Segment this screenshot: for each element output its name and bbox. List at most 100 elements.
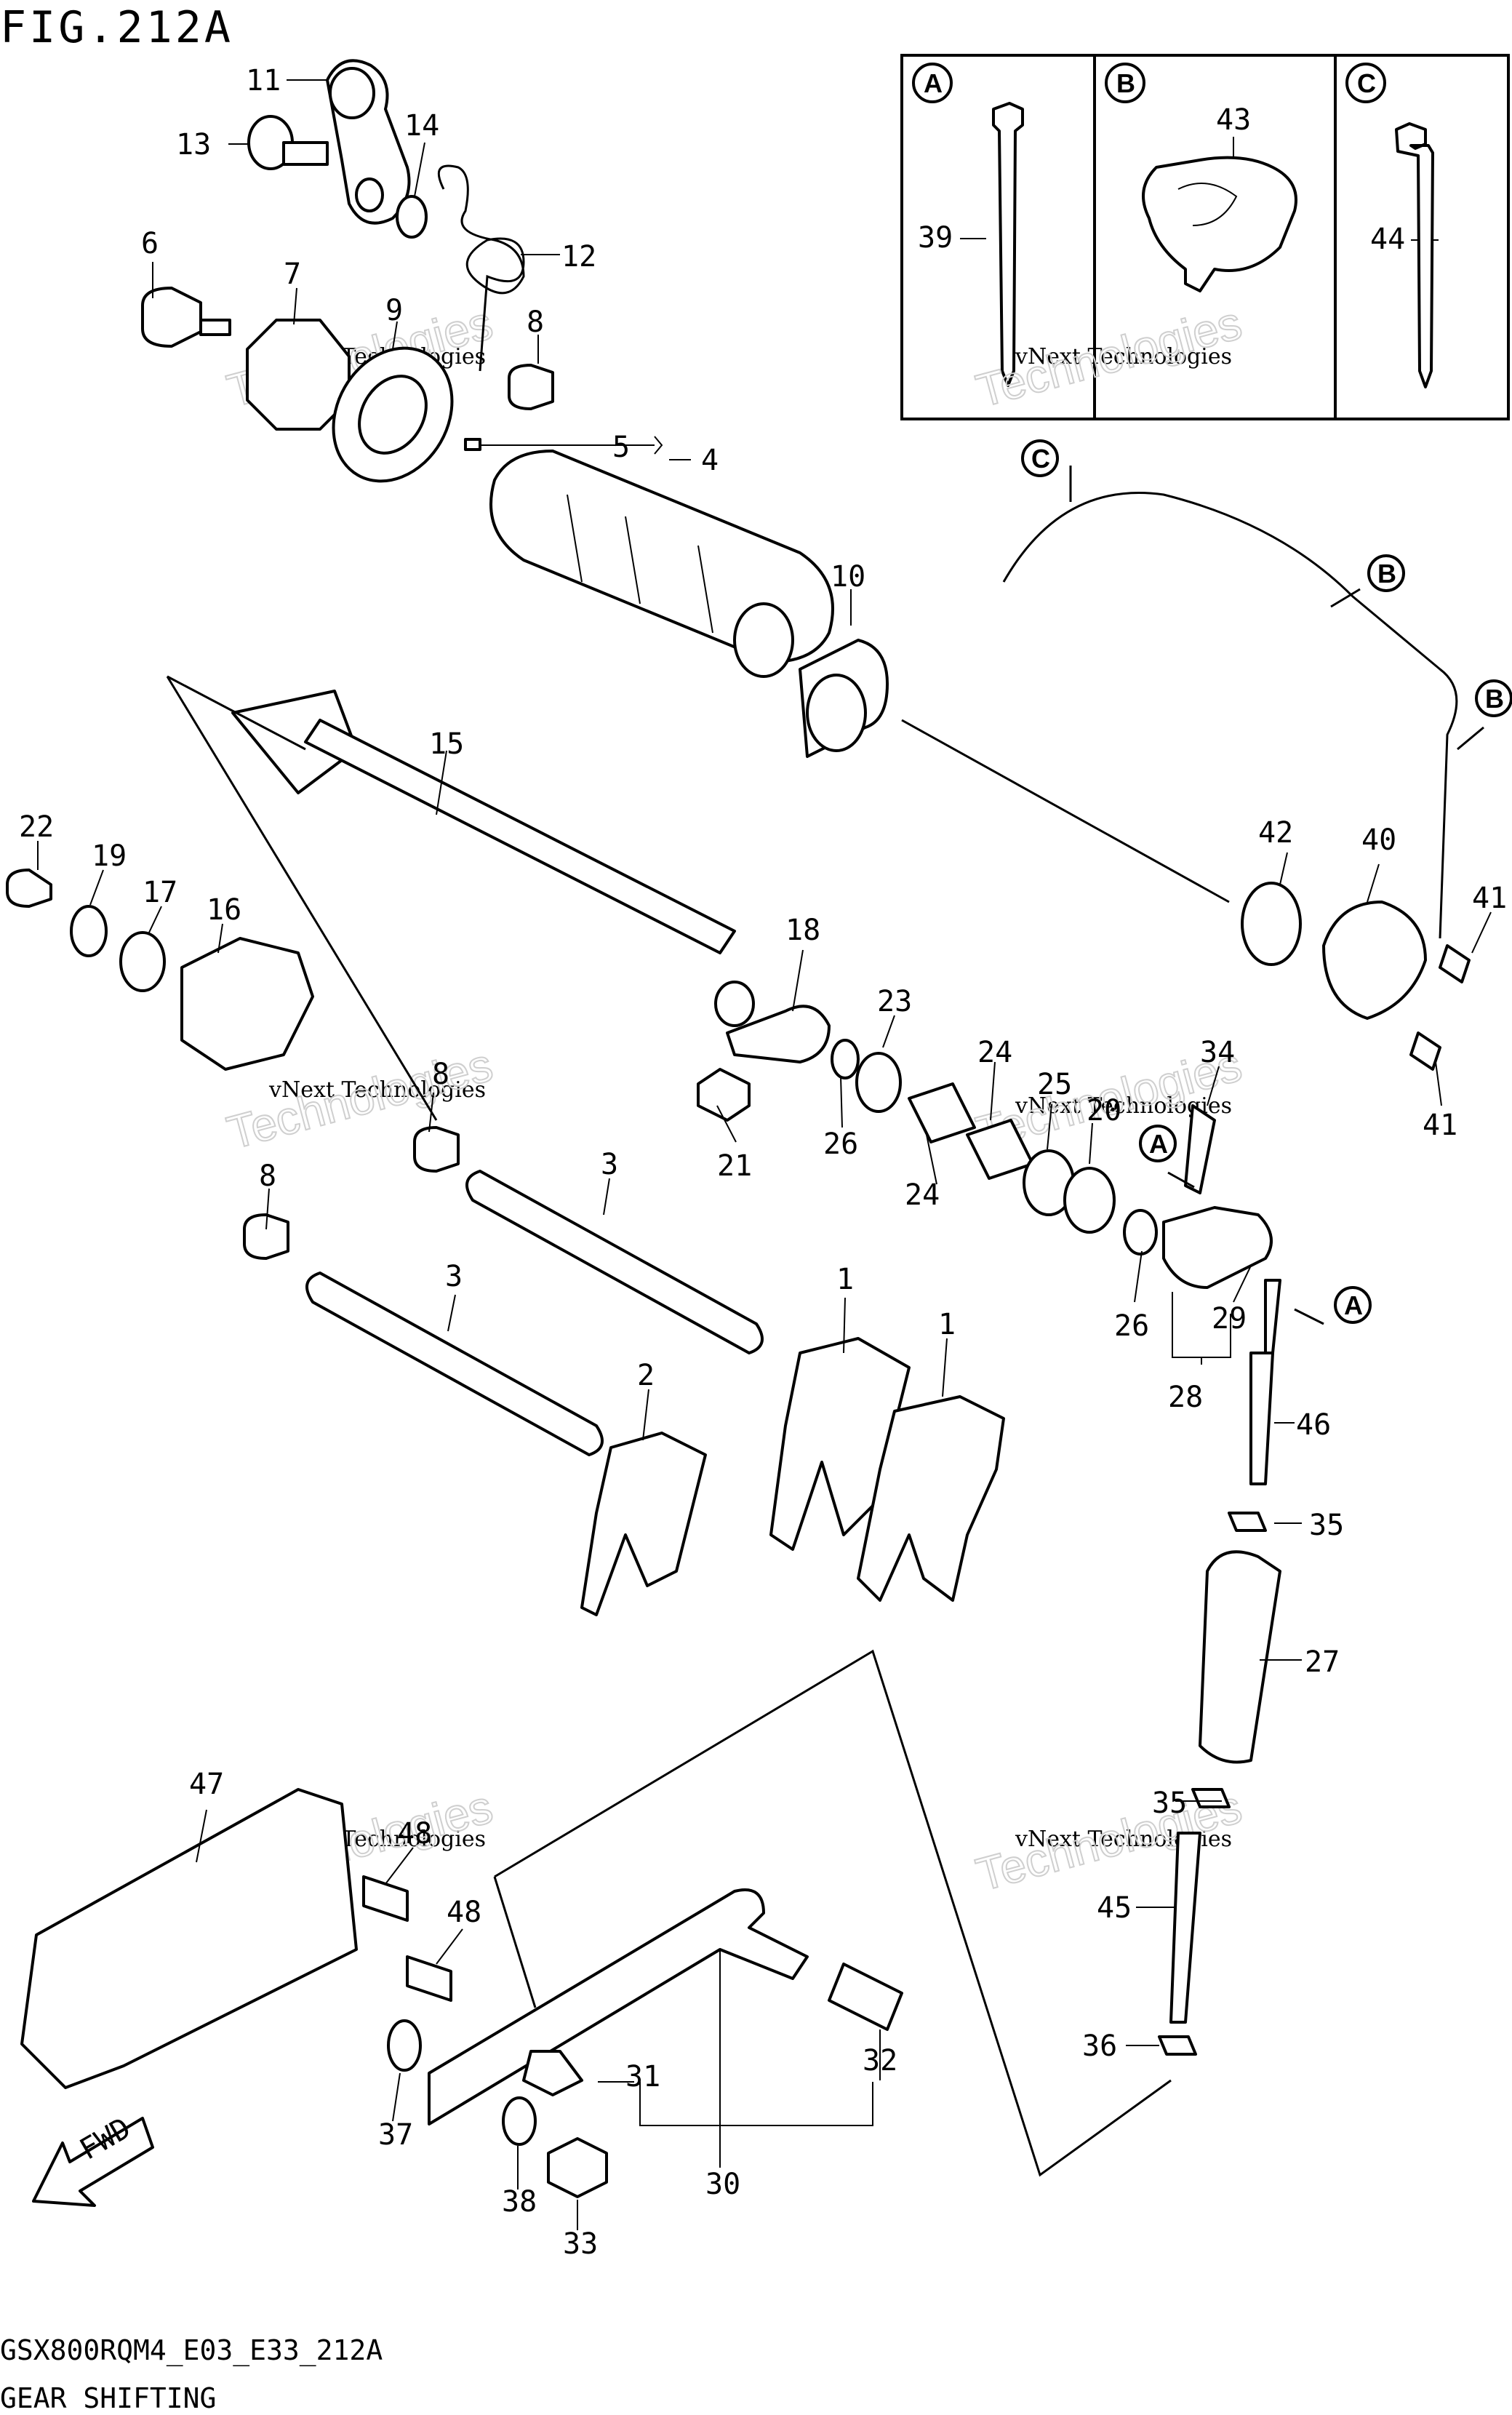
callout-36: 36: [1082, 2029, 1117, 2063]
callout-26-top: 26: [823, 1127, 858, 1161]
callout-13: 13: [176, 128, 211, 161]
part-label-44: 44: [1370, 223, 1405, 256]
callout-23: 23: [877, 985, 912, 1018]
callout-15: 15: [429, 727, 464, 761]
callout-24-left: 24: [905, 1178, 940, 1212]
part-3-fork-shaft-a: [465, 1170, 764, 1354]
part-19-washer: [70, 905, 108, 957]
part-32-footpeg: [828, 1963, 903, 2031]
part-1-shift-fork-b: [857, 1395, 1005, 1602]
callout-37: 37: [378, 2118, 413, 2152]
callout-9: 9: [385, 294, 403, 327]
part-48-bolt-b: [406, 1955, 452, 2002]
callout-14: 14: [404, 109, 439, 143]
callout-11: 11: [246, 64, 281, 97]
part-17-seal: [119, 931, 166, 992]
ref-b-1: B: [1377, 559, 1396, 588]
part-36-nut: [1158, 2035, 1197, 2056]
part-8-pin-mid: [413, 1126, 460, 1173]
figure-title: FIG.212A: [0, 2, 233, 53]
reference-markers: A A B B C: [1021, 439, 1512, 1325]
callout-12: 12: [561, 240, 596, 274]
callout-32: 32: [863, 2044, 897, 2077]
callout-28: 28: [1168, 1381, 1203, 1414]
leader-lines: [37, 79, 1492, 2230]
inset-b-letter: B: [1116, 68, 1135, 98]
part-45-rod: [1169, 1832, 1201, 2024]
part-16-plate: [180, 937, 314, 1071]
callout-21: 21: [717, 1149, 752, 1183]
diagram-caption: GEAR SHIFTING: [0, 2382, 216, 2414]
watermark-text-3: vNext Technologies: [268, 1077, 486, 1103]
part-5-pin: [464, 438, 481, 451]
callout-5: 5: [612, 431, 630, 464]
part-15-shift-shaft: [231, 690, 755, 1027]
callout-29: 29: [1212, 1302, 1247, 1336]
callout-7: 7: [284, 258, 301, 291]
part-37-washer: [387, 2019, 422, 2072]
callout-1-left: 1: [836, 1263, 854, 1296]
callout-8-low: 8: [259, 1159, 276, 1193]
callout-31: 31: [625, 2060, 660, 2093]
part-20-washer: [1063, 1167, 1116, 1234]
part-38-washer: [502, 2096, 537, 2146]
part-48-bolt-a: [362, 1875, 409, 1922]
callout-6: 6: [141, 227, 159, 260]
callout-16: 16: [207, 893, 241, 927]
callout-42: 42: [1258, 816, 1293, 850]
callout-3-lower: 3: [445, 1260, 463, 1293]
callout-17: 17: [143, 876, 177, 909]
clamp-icon: [1142, 156, 1297, 292]
callout-34: 34: [1200, 1036, 1235, 1069]
callout-41-top: 41: [1472, 882, 1507, 915]
part-6-pin: [141, 287, 231, 348]
part-11-shift-lever: [326, 59, 411, 225]
part-23-washer: [855, 1052, 902, 1113]
callout-18: 18: [785, 914, 820, 947]
ref-a-1: A: [1149, 1129, 1168, 1159]
part-47-footrest-bracket: [20, 1788, 358, 2089]
group-lines: [166, 675, 1230, 2177]
part-28-rod-end-stud: [1264, 1279, 1281, 1354]
inset-b: B 43: [1105, 63, 1297, 292]
callout-26-bottom: 26: [1114, 1309, 1149, 1343]
ref-b-2: B: [1485, 684, 1504, 714]
callout-2: 2: [637, 1359, 655, 1392]
callout-30: 30: [705, 2168, 740, 2201]
callout-1-right: 1: [938, 1308, 956, 1341]
inset-panel: A 39 B 43 C 44: [900, 54, 1510, 420]
part-41-bolt-a: [1439, 944, 1471, 983]
fwd-arrow-icon: FWD: [32, 2112, 154, 2207]
part-31-bolt: [522, 2050, 583, 2096]
part-33-bolt: [547, 2137, 608, 2198]
watermark-text-2: vNext Technologies: [1015, 344, 1232, 370]
part-26-circlip-top: [831, 1039, 860, 1079]
callout-38: 38: [502, 2185, 537, 2219]
callout-25: 25: [1037, 1068, 1072, 1101]
callout-47: 47: [189, 1768, 224, 1801]
part-34-bolt: [1184, 1104, 1216, 1194]
callout-20: 20: [1087, 1094, 1121, 1127]
part-22-bolt: [6, 869, 52, 908]
callout-8-top: 8: [527, 306, 544, 339]
callout-46: 46: [1296, 1408, 1331, 1442]
callout-3-upper: 3: [601, 1148, 618, 1181]
part-3-fork-shaft-b: [305, 1272, 604, 1456]
part-24-bushing-a: [908, 1082, 976, 1143]
part-41-bolt-b: [1409, 1031, 1441, 1071]
diagram-code: GSX800RQM4_E03_E33_212A: [0, 2334, 383, 2367]
part-2-shift-fork: [580, 1432, 707, 1616]
cable-tie-icon-c: [1395, 122, 1434, 388]
callout-48-top: 48: [397, 1817, 432, 1851]
part-40-gear-position-sensor: [1322, 901, 1427, 1020]
inset-a: A 39: [912, 63, 1024, 387]
part-10-needle-bearing: [799, 639, 889, 758]
part-27-shift-sensor: [1199, 1550, 1281, 1764]
part-label-43: 43: [1216, 103, 1251, 137]
callout-4: 4: [701, 444, 719, 477]
callout-41-bottom: 41: [1423, 1109, 1457, 1142]
part-30-gearshift-lever: [428, 1888, 809, 2125]
part-9-bearing: [332, 346, 454, 483]
callout-24-right: 24: [977, 1036, 1012, 1069]
callout-45: 45: [1097, 1891, 1132, 1925]
